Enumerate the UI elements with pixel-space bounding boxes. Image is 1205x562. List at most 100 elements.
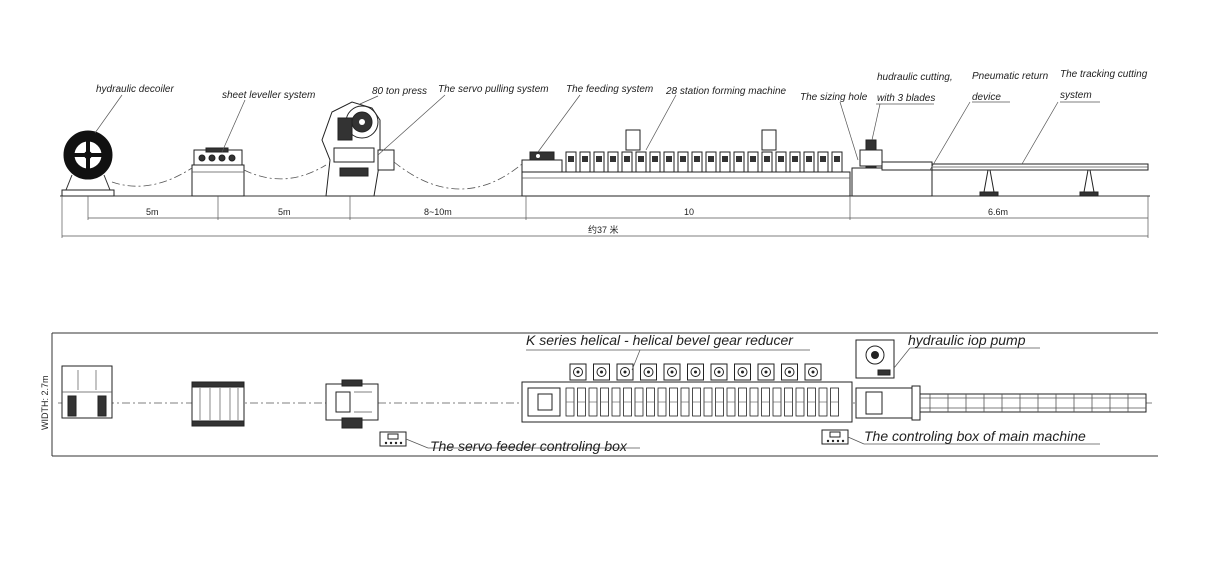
forming-station-top — [818, 387, 828, 417]
label-servo-pulling: The servo pulling system — [438, 84, 549, 95]
forming-station-top — [623, 387, 632, 417]
runout-table-top — [919, 393, 1147, 413]
decoiler-side — [61, 130, 115, 197]
forming-station — [635, 151, 647, 173]
label-main-box: The controling box of main machine — [864, 428, 1086, 444]
forming-station-top — [646, 387, 655, 417]
label-pump: hydraulic iop pump — [908, 332, 1026, 348]
dim-decoiler-leveller: 5m — [146, 207, 159, 217]
forming-station — [593, 151, 605, 173]
forming-stations-top — [565, 387, 839, 417]
forming-station — [733, 151, 745, 173]
cutting-side — [851, 139, 933, 197]
gear-reducer — [593, 363, 610, 381]
label-servo-box: The servo feeder controling box — [430, 438, 628, 454]
forming-station — [817, 151, 829, 173]
label-press: 80 ton press — [372, 86, 427, 97]
main-control-box — [821, 429, 1100, 445]
forming-station — [565, 151, 577, 173]
forming-station-top — [692, 387, 701, 417]
gear-reducer — [640, 363, 657, 381]
forming-station — [747, 151, 759, 173]
label-width: WIDTH: 2.7m — [40, 375, 50, 430]
label-pneumatic-2: device — [972, 92, 1001, 103]
forming-station-top — [772, 387, 782, 417]
forming-machine-top — [521, 363, 853, 423]
forming-station-top — [784, 387, 793, 417]
dimension-lines — [61, 196, 1149, 238]
runout-table-side — [931, 163, 1149, 197]
forming-stations — [565, 151, 843, 173]
forming-station-top — [577, 387, 586, 417]
forming-station — [621, 151, 633, 173]
forming-station — [775, 151, 787, 173]
cutting-top — [855, 339, 1040, 421]
leader-lines — [94, 94, 1100, 171]
forming-machine-side — [521, 129, 851, 197]
feeder-side — [521, 151, 563, 173]
forming-station — [649, 151, 661, 173]
label-feeding: The feeding system — [566, 84, 653, 95]
reducer-leader — [631, 349, 641, 371]
table-ribs — [929, 394, 1129, 412]
forming-station-top — [600, 387, 609, 417]
label-decoiler: hydraulic decoiler — [96, 84, 174, 95]
forming-station-top — [738, 387, 747, 417]
forming-station — [691, 151, 703, 173]
gear-reducers — [569, 363, 822, 381]
forming-station — [761, 151, 773, 173]
gear-reducer — [569, 363, 587, 381]
strip-loop-1 — [111, 167, 193, 187]
forming-station-top — [588, 387, 598, 417]
forming-station — [705, 151, 717, 173]
forming-station — [677, 151, 689, 173]
forming-station — [579, 151, 591, 173]
gear-reducer — [781, 363, 798, 381]
forming-station — [719, 151, 731, 173]
strip-loop-3 — [393, 161, 523, 190]
dim-runout: 6.6m — [988, 207, 1008, 217]
label-cutting-2: with 3 blades — [877, 93, 935, 104]
dim-press-feeder: 8~10m — [424, 207, 452, 217]
forming-station-top — [680, 387, 690, 417]
forming-station — [789, 151, 801, 173]
label-leveller: sheet leveller system — [222, 90, 315, 101]
forming-station-top — [634, 387, 644, 417]
leveller-side — [191, 147, 245, 197]
forming-station-top — [669, 387, 678, 417]
forming-station — [803, 151, 815, 173]
forming-station — [607, 151, 619, 173]
forming-station-top — [830, 387, 839, 417]
forming-station-top — [726, 387, 736, 417]
gear-reducer — [757, 363, 775, 381]
gear-reducer — [710, 363, 728, 381]
gear-reducer — [804, 363, 822, 381]
dim-leveller-press: 5m — [278, 207, 291, 217]
forming-station-top — [715, 387, 724, 417]
forming-station-top — [565, 387, 575, 417]
forming-station-top — [807, 387, 816, 417]
label-sizing: The sizing hole — [800, 92, 868, 103]
label-tracking-1: The tracking cutting — [1060, 69, 1148, 80]
gear-reducer — [663, 363, 681, 381]
forming-station-top — [703, 387, 713, 417]
top-view: WIDTH: 2.7m — [40, 332, 1158, 457]
leveller-top — [191, 381, 245, 427]
gear-reducer — [687, 363, 704, 381]
label-cutting-1: hudraulic cutting, — [877, 72, 953, 83]
label-forming: 28 station forming machine — [665, 86, 787, 97]
label-reducer: K series helical - helical bevel gear re… — [526, 332, 794, 348]
forming-station-top — [657, 387, 667, 417]
forming-station-top — [761, 387, 770, 417]
press-side — [321, 101, 395, 197]
forming-station-top — [795, 387, 805, 417]
press-top — [325, 379, 379, 429]
forming-station-top — [749, 387, 759, 417]
decoiler-top — [61, 365, 113, 419]
gear-reducer — [734, 363, 751, 381]
servo-control-box — [379, 431, 640, 449]
strip-loop-2 — [243, 164, 327, 180]
forming-station — [663, 151, 675, 173]
gear-reducer — [616, 363, 634, 381]
dim-forming: 10 — [684, 207, 694, 217]
